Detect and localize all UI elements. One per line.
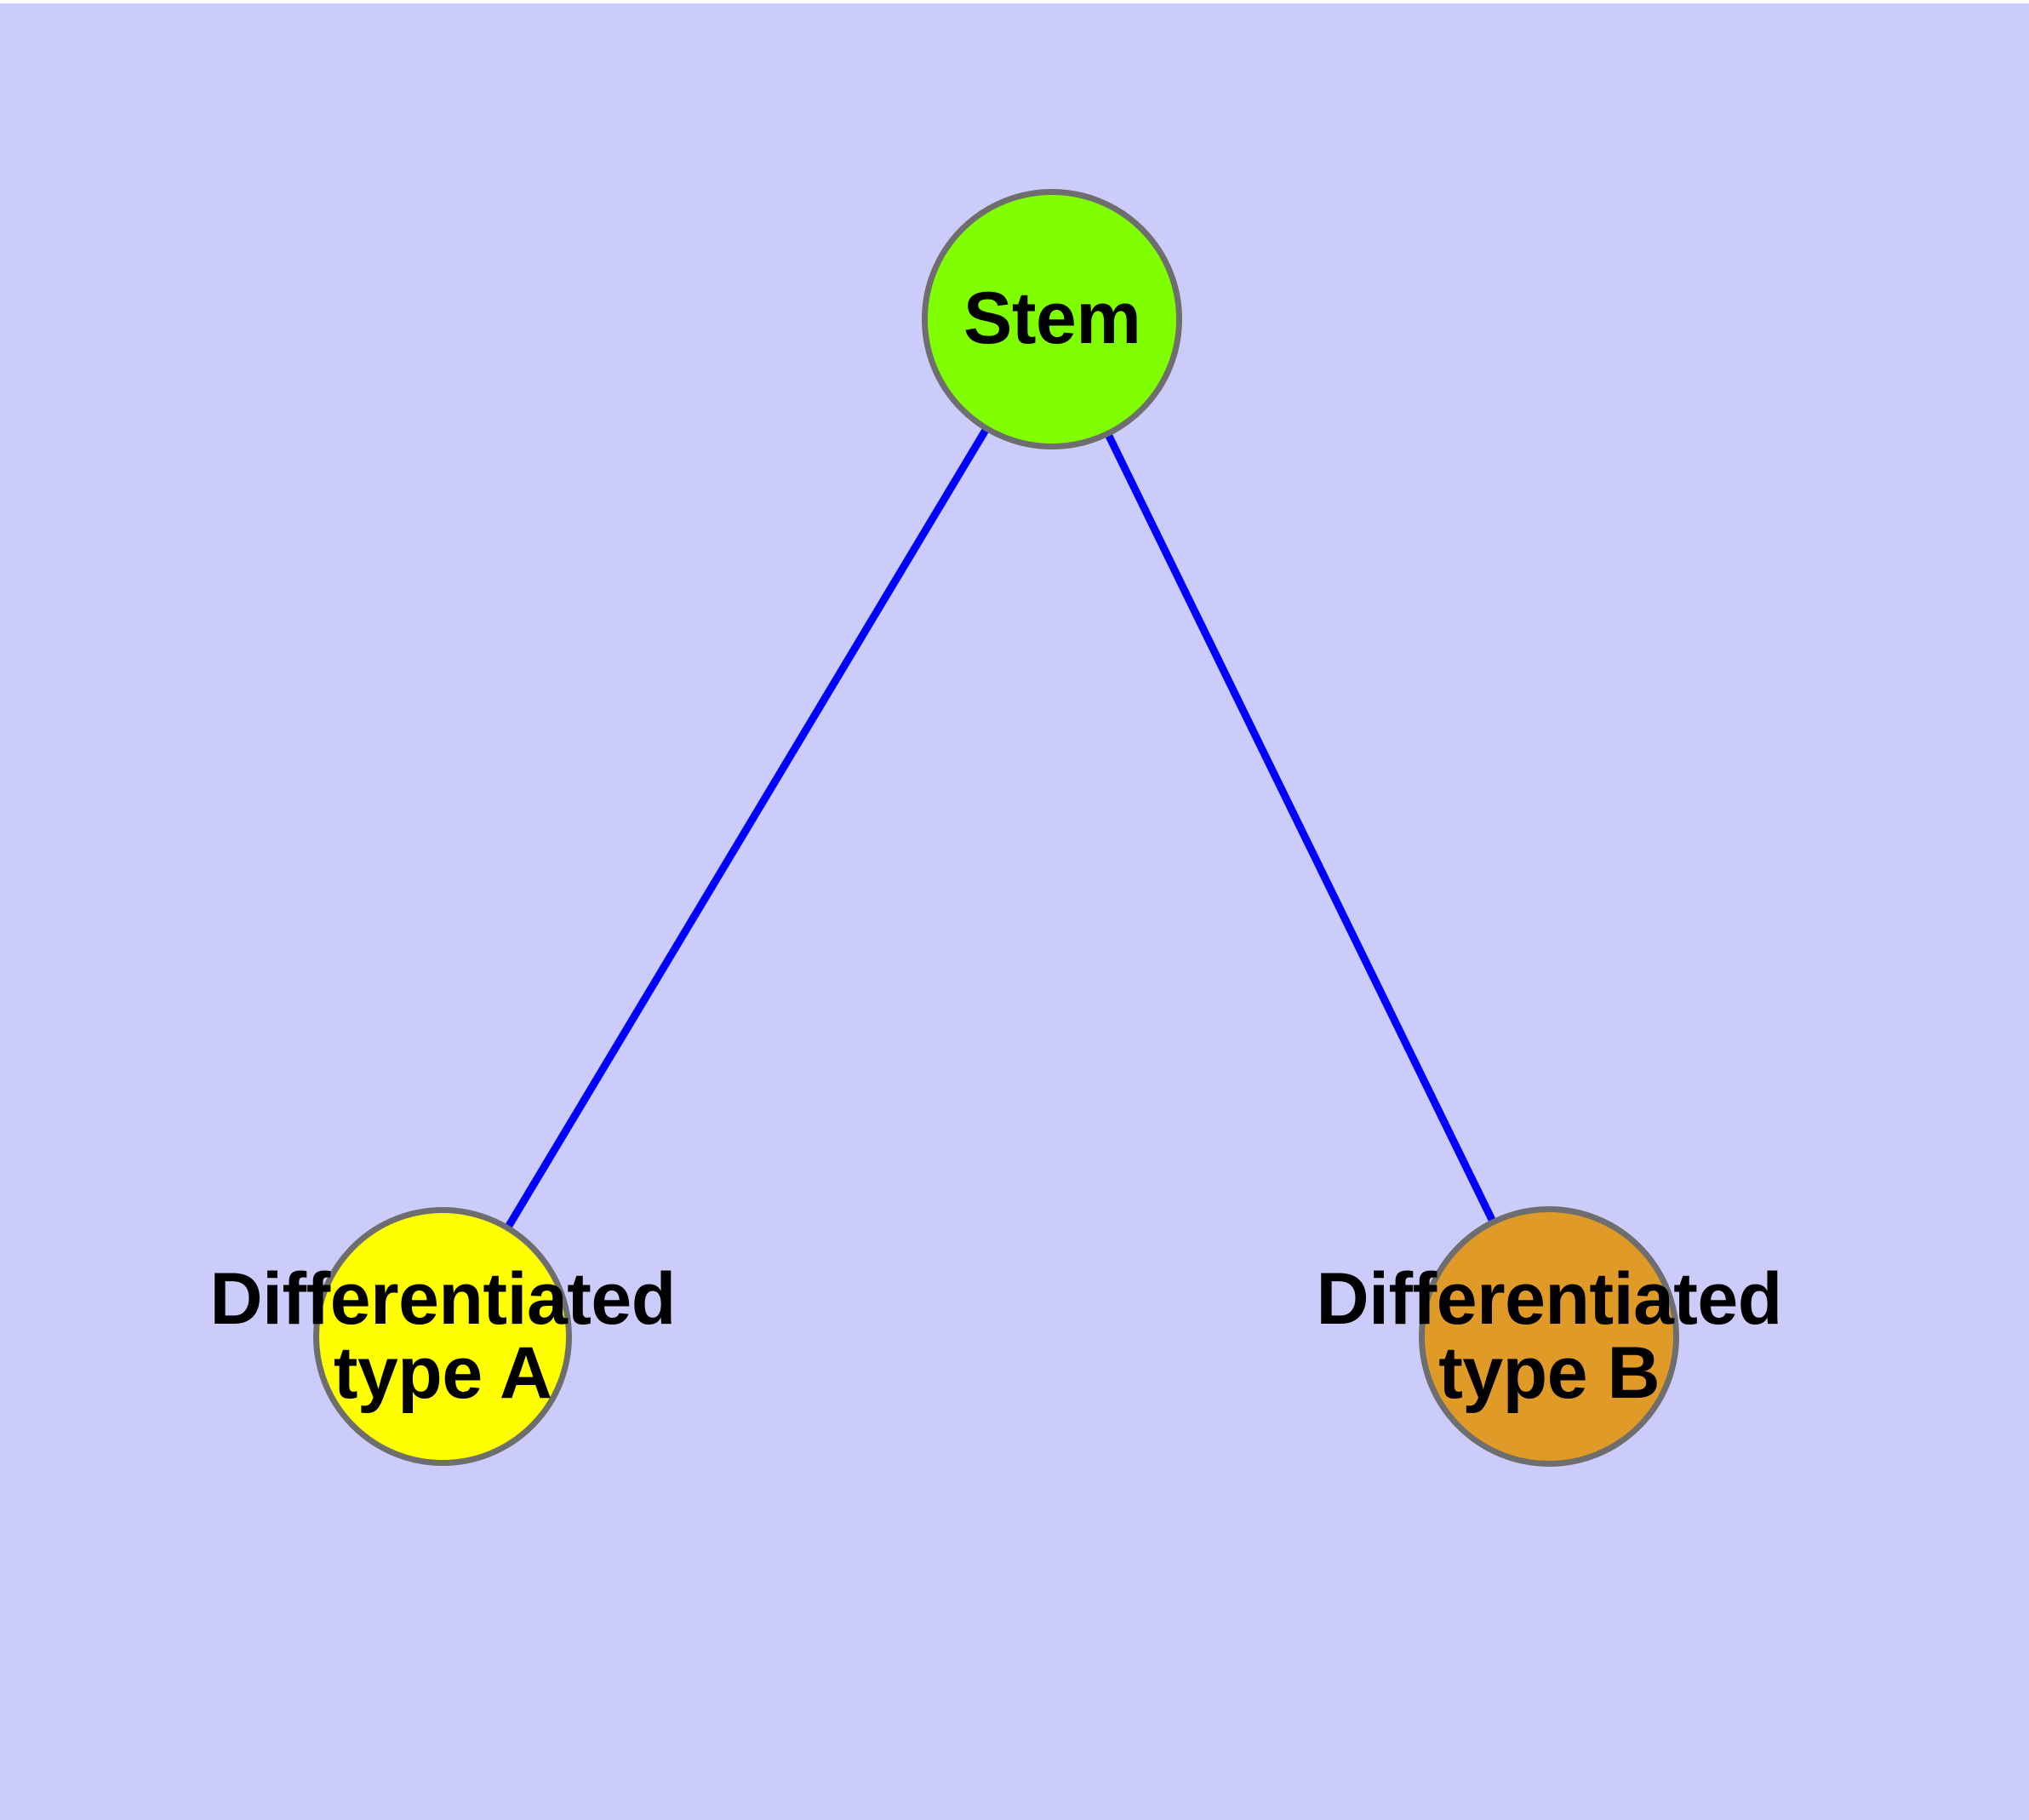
edges-group (505, 427, 1496, 1229)
graph-edge[interactable] (1105, 432, 1496, 1223)
graph-svg (313, 189, 1679, 1467)
graph-edge[interactable] (505, 427, 990, 1229)
graph-node-diff_a[interactable] (313, 1207, 572, 1466)
graph-node-stem[interactable] (922, 189, 1182, 449)
nodes-group (313, 189, 1679, 1467)
graph-node-diff_b[interactable] (1419, 1206, 1679, 1467)
